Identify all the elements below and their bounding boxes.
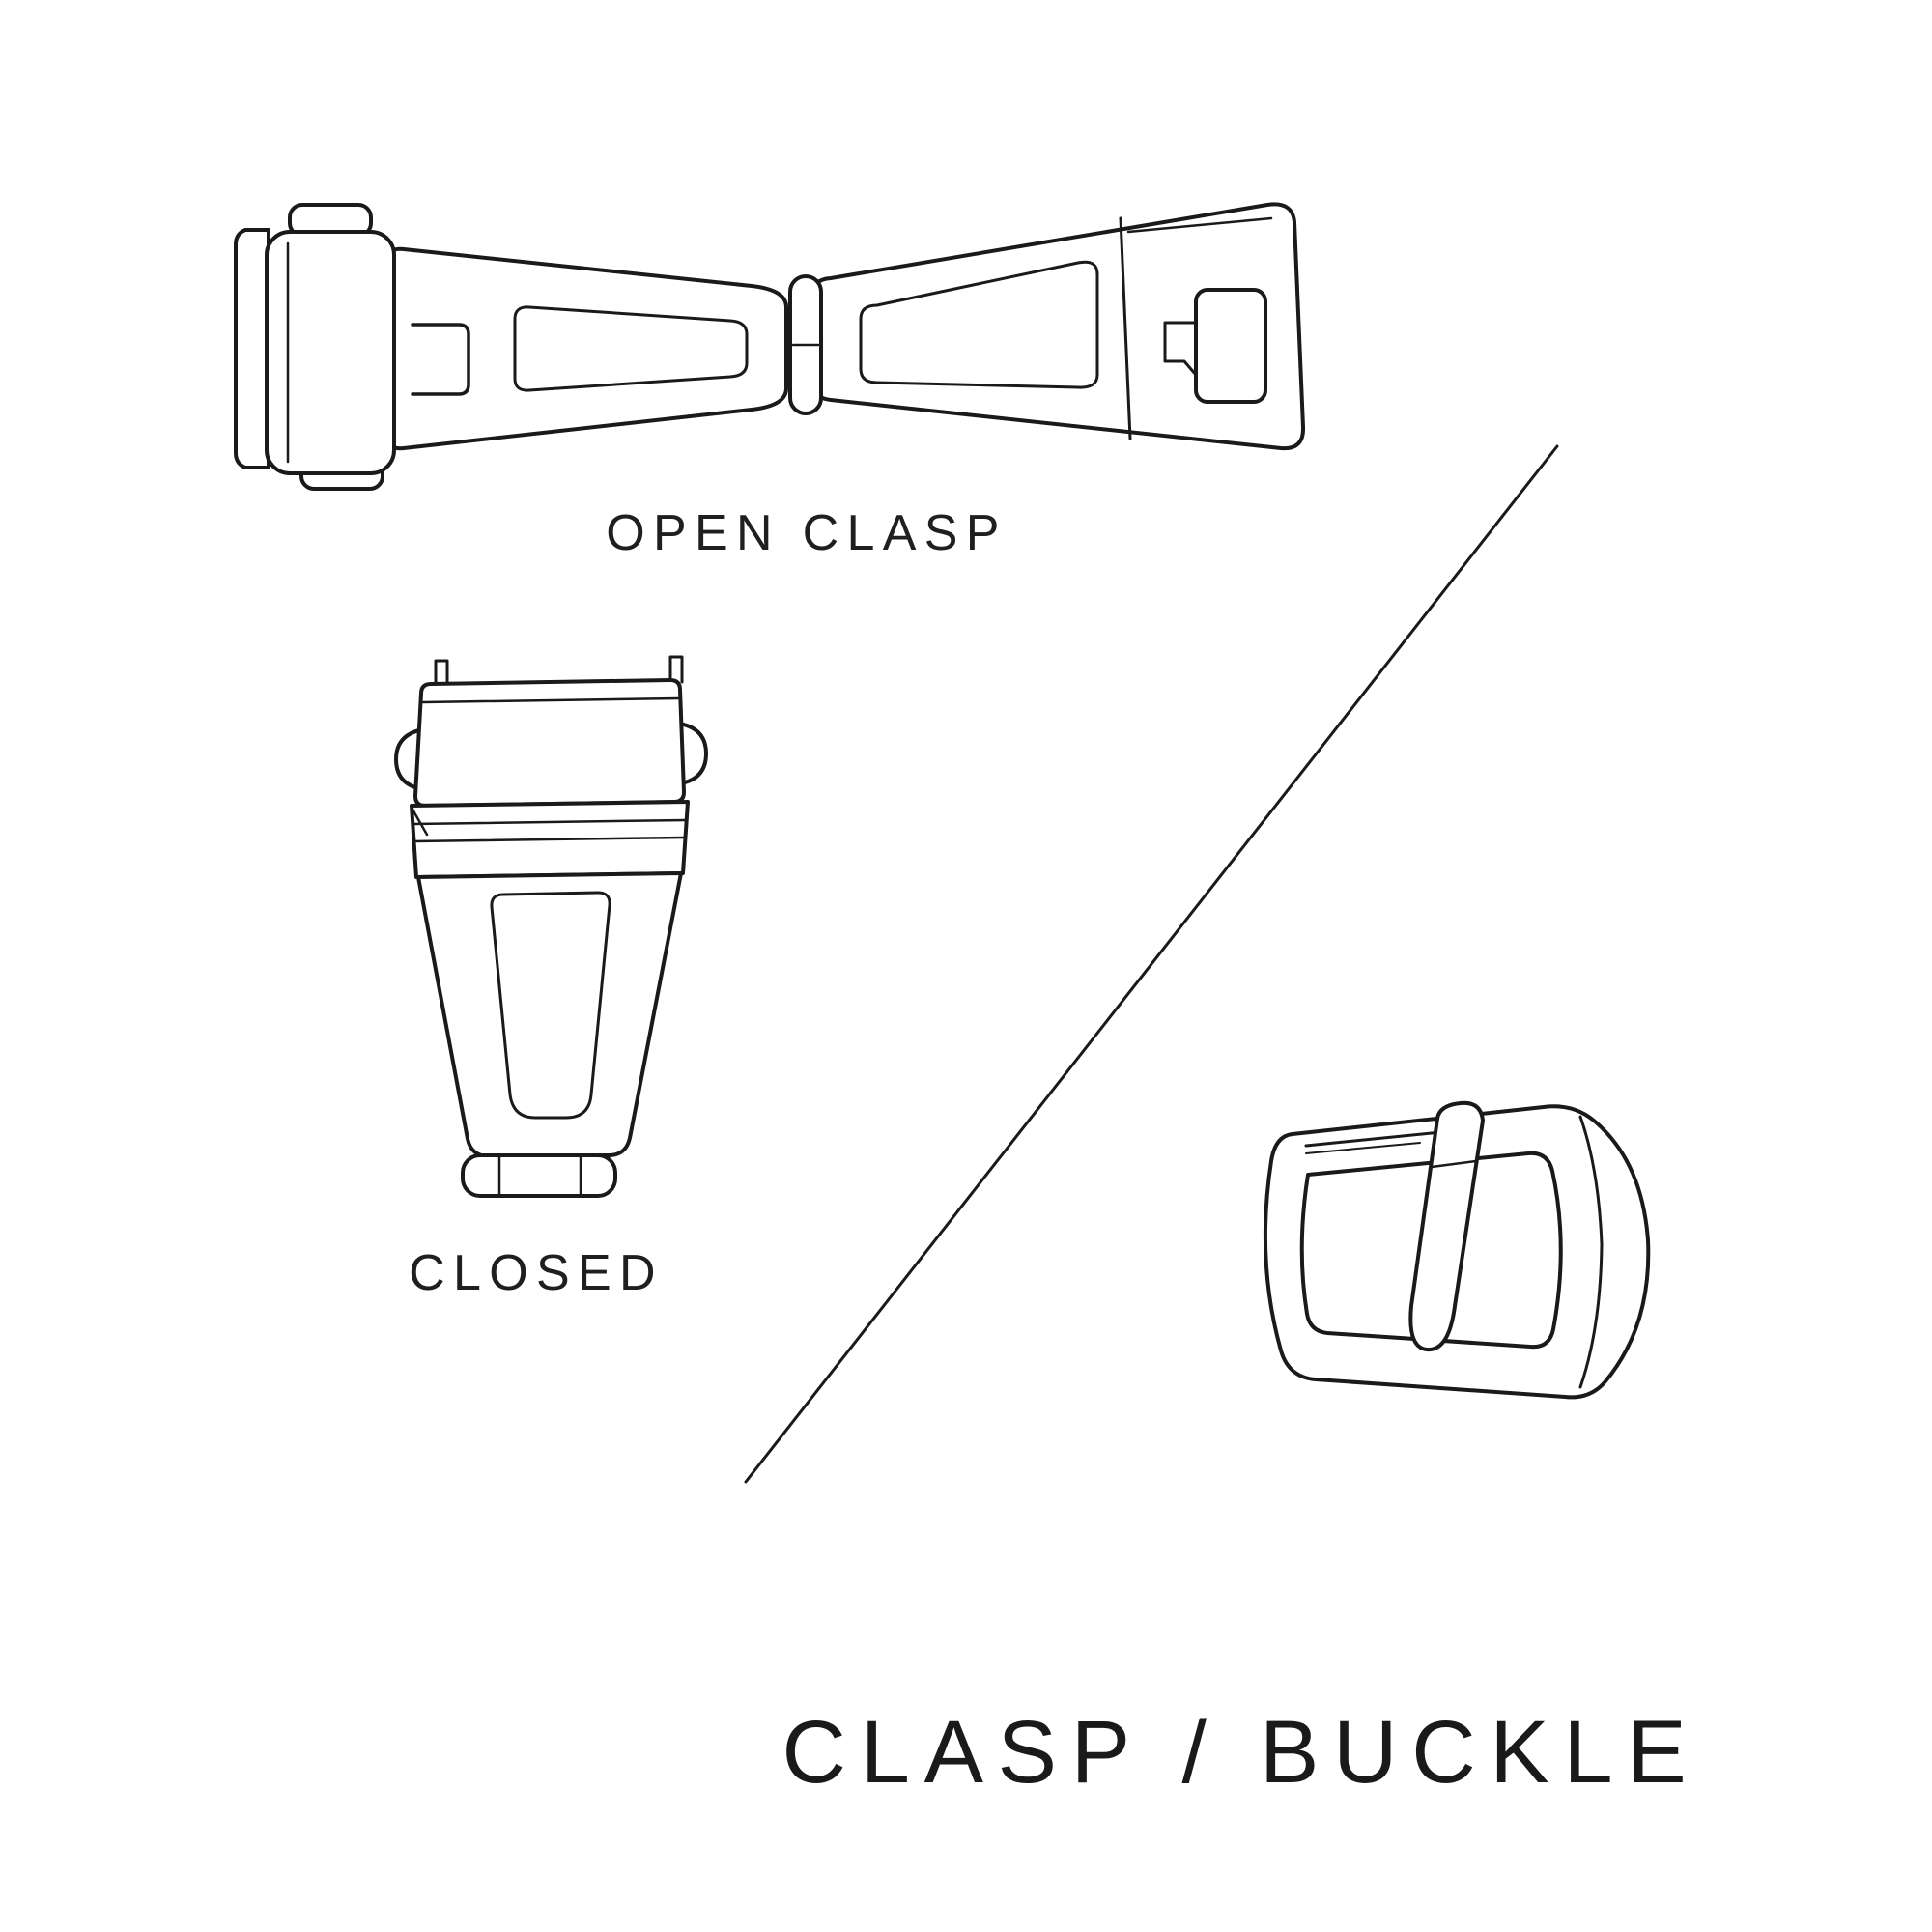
diagonal-divider-line bbox=[744, 444, 1559, 1484]
open-clasp-label: OPEN CLASP bbox=[606, 505, 1008, 561]
page-title: CLASP / BUCKLE bbox=[781, 1703, 1701, 1802]
open-clasp-illustration bbox=[234, 202, 1306, 491]
closed-clasp-illustration bbox=[394, 655, 708, 1198]
buckle-illustration bbox=[1263, 1100, 1651, 1400]
closed-clasp-label: CLOSED bbox=[409, 1245, 664, 1301]
